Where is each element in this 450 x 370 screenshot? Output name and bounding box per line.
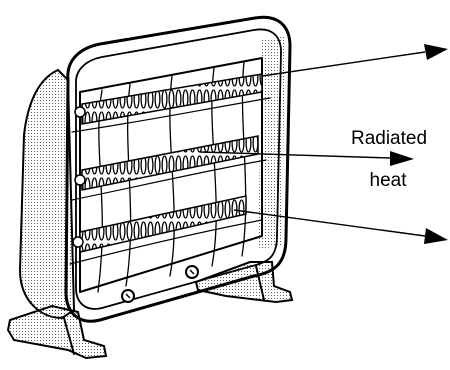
heating-element-bottom: [73, 196, 246, 252]
heater-foot-right: [196, 262, 292, 302]
radiated-heat-label-line2: heat: [370, 170, 408, 191]
radiated-heat-label-line1: Radiated: [351, 128, 427, 149]
heater-foot-left: [8, 306, 106, 358]
control-knob-right: [186, 266, 198, 278]
control-knob-left: [122, 290, 134, 302]
heating-element-middle: [75, 136, 258, 190]
